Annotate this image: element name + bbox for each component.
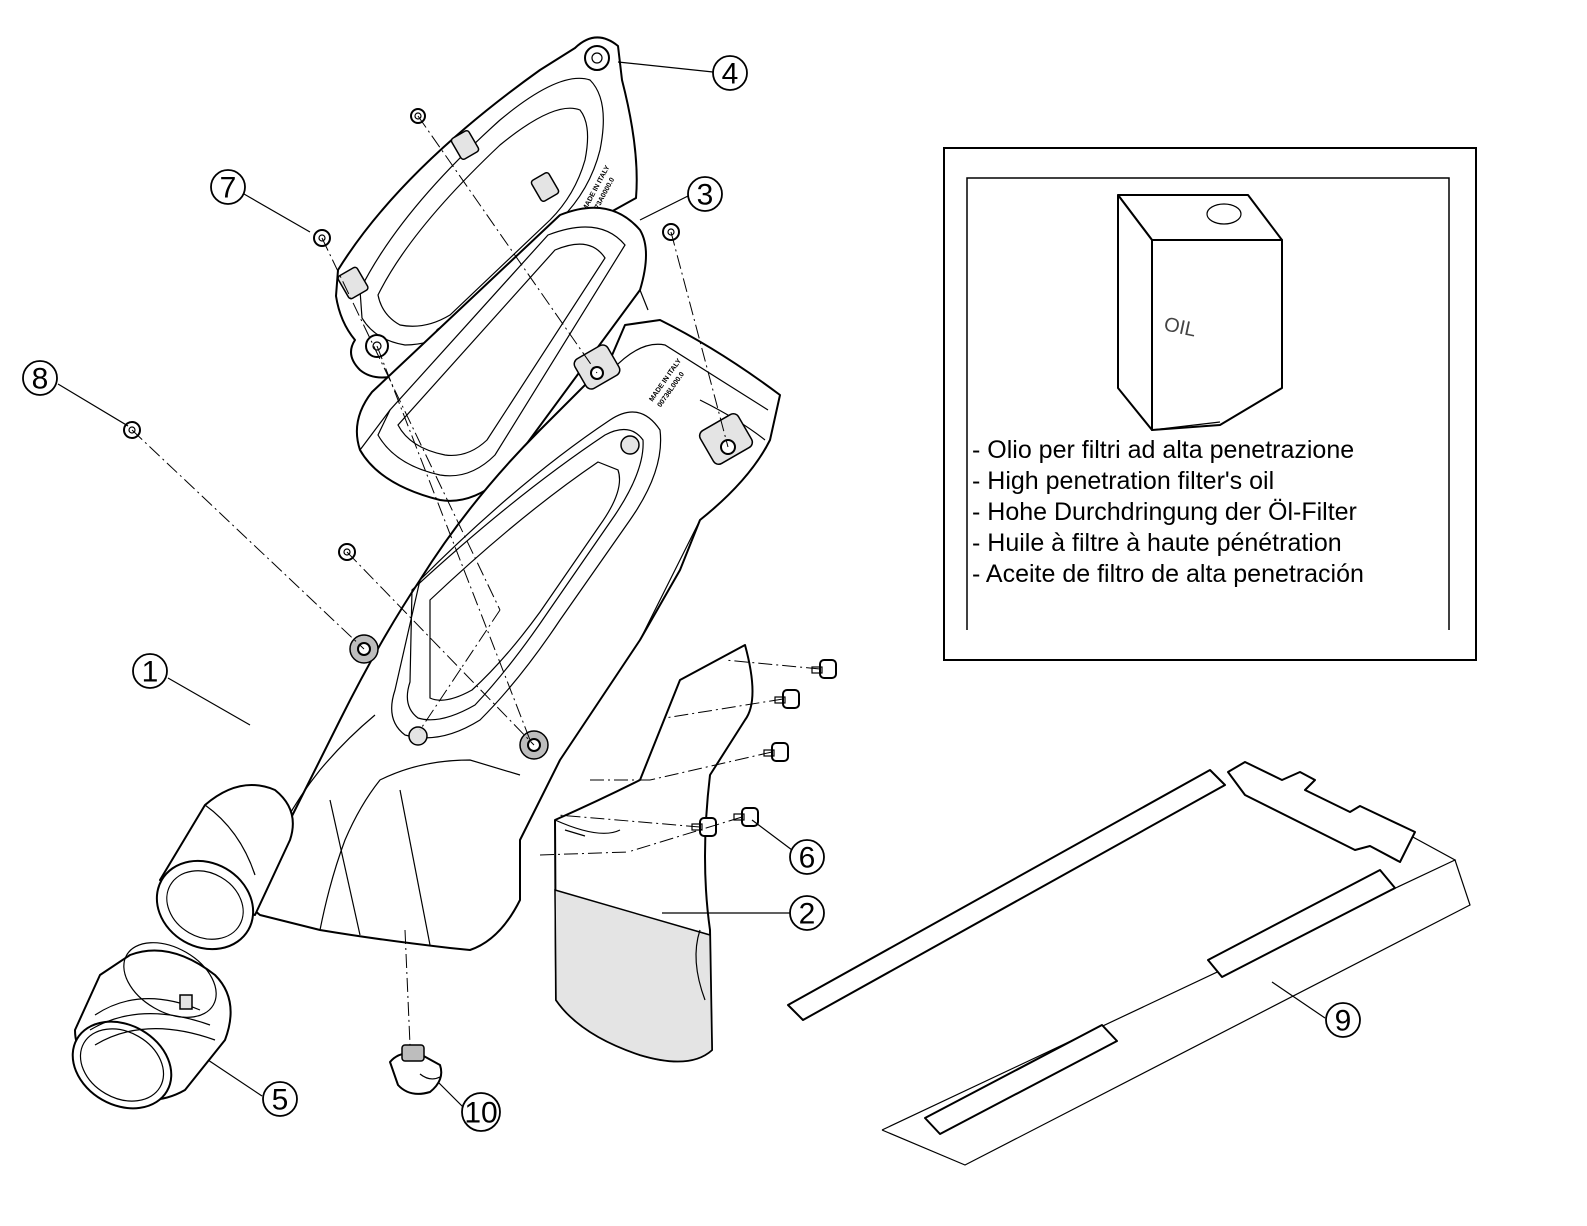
callout-5-number: 5 [272,1084,289,1117]
callout-8: 8 [22,360,58,396]
callout-10: 10 [461,1092,501,1132]
part-10-drain-plug [389,1044,443,1095]
oil-legend-spanish: - Aceite de filtro de alta penetración [972,560,1364,588]
oil-info-box: OIL - Olio per filtri ad alta penetrazio… [943,147,1477,661]
callout-5: 5 [262,1081,298,1117]
part-9-adhesive-strips [787,761,1471,1166]
callout-6-number: 6 [799,842,816,875]
bolt-b [774,689,800,709]
callout-3: 3 [687,176,723,212]
oil-legend-french: - Huile à filtre à haute pénétration [972,529,1342,557]
bolt-6 [733,807,759,827]
oil-can-icon: OIL [1117,194,1283,431]
part-2-mud-guard [554,644,754,1063]
callout-10-number: 10 [464,1097,497,1130]
leader-lines [57,61,1326,1109]
callout-2-number: 2 [799,898,816,931]
callout-1-number: 1 [142,656,159,689]
callout-1: 1 [132,653,168,689]
callout-7-number: 7 [220,172,237,205]
part-3-filter-element [355,206,649,502]
bolt-c [763,742,789,762]
assembly-lines [131,115,821,1046]
callout-4: 4 [712,55,748,91]
callout-6: 6 [789,839,825,875]
callout-4-number: 4 [722,58,739,91]
part-5-rubber-sleeve [71,942,232,1110]
oil-legend-english: - High penetration filter's oil [972,467,1274,495]
oil-legend-german: - Hohe Durchdringung der Öl-Filter [972,498,1357,526]
part-1-airbox: MADE IN ITALY 00736L000.0 [155,319,781,951]
callout-3-number: 3 [697,179,714,212]
callout-7: 7 [210,169,246,205]
callout-9: 9 [1325,1002,1361,1038]
callout-9-number: 9 [1335,1005,1352,1038]
callout-8-number: 8 [32,363,49,396]
oil-legend-italian: - Olio per filtri ad alta penetrazione [972,436,1354,464]
part-4-filter-bracket: MADE IN ITALY 0073A0000.0 [335,36,638,379]
callout-2: 2 [789,895,825,931]
